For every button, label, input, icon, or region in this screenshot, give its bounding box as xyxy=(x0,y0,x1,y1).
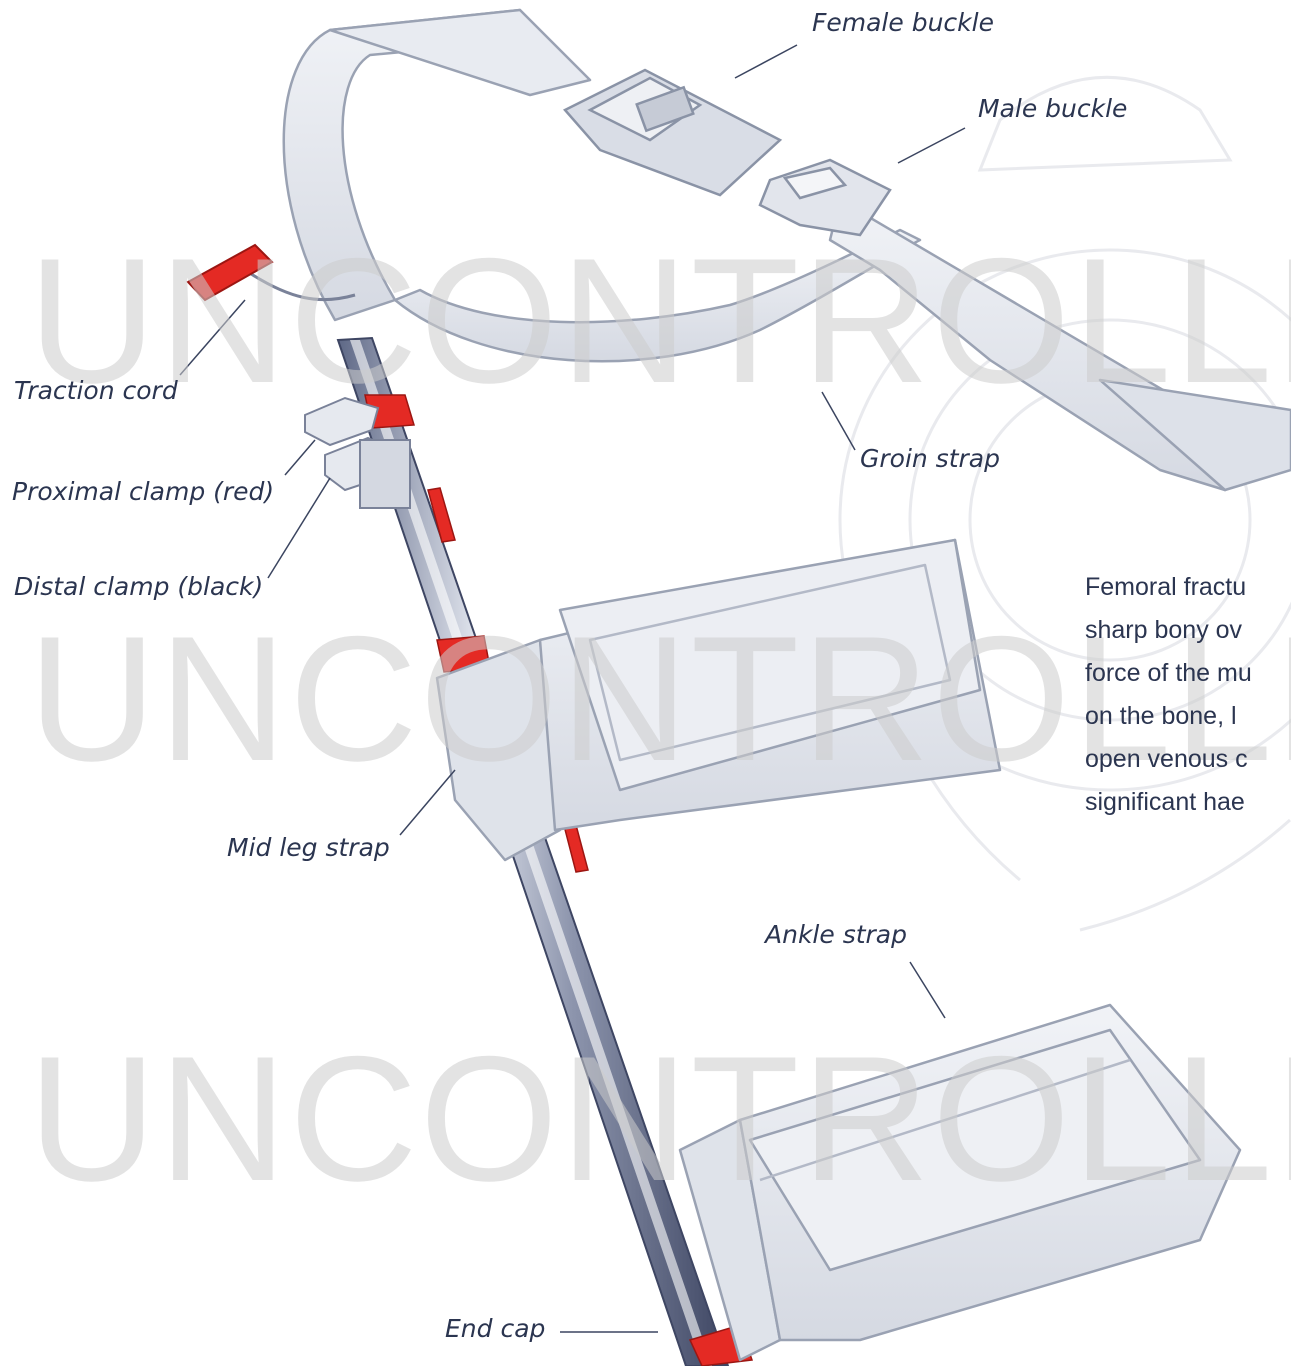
body-text-excerpt: Femoral fractu sharp bony ov force of th… xyxy=(1085,566,1291,824)
female-buckle-shape xyxy=(565,70,780,195)
label-ankle-strap: Ankle strap xyxy=(765,920,907,949)
body-text-line: Femoral fractu xyxy=(1085,566,1291,609)
body-text-line: significant hae xyxy=(1085,781,1291,824)
label-traction-cord: Traction cord xyxy=(14,376,178,405)
label-groin-strap: Groin strap xyxy=(860,444,1000,473)
body-text-line: on the bone, l xyxy=(1085,695,1291,738)
body-text-line: open venous c xyxy=(1085,738,1291,781)
label-mid-leg-strap: Mid leg strap xyxy=(227,833,390,862)
body-text-line: sharp bony ov xyxy=(1085,609,1291,652)
label-female-buckle: Female buckle xyxy=(812,8,994,37)
label-proximal-clamp: Proximal clamp (red) xyxy=(12,477,274,506)
watermark-row-3: UNCONTROLLED xyxy=(28,1030,1291,1208)
label-distal-clamp: Distal clamp (black) xyxy=(14,572,263,601)
body-text-line: force of the mu xyxy=(1085,652,1291,695)
label-male-buckle: Male buckle xyxy=(978,94,1127,123)
label-end-cap: End cap xyxy=(445,1314,545,1343)
watermark-row-1: UNCONTROLLED xyxy=(28,232,1291,410)
